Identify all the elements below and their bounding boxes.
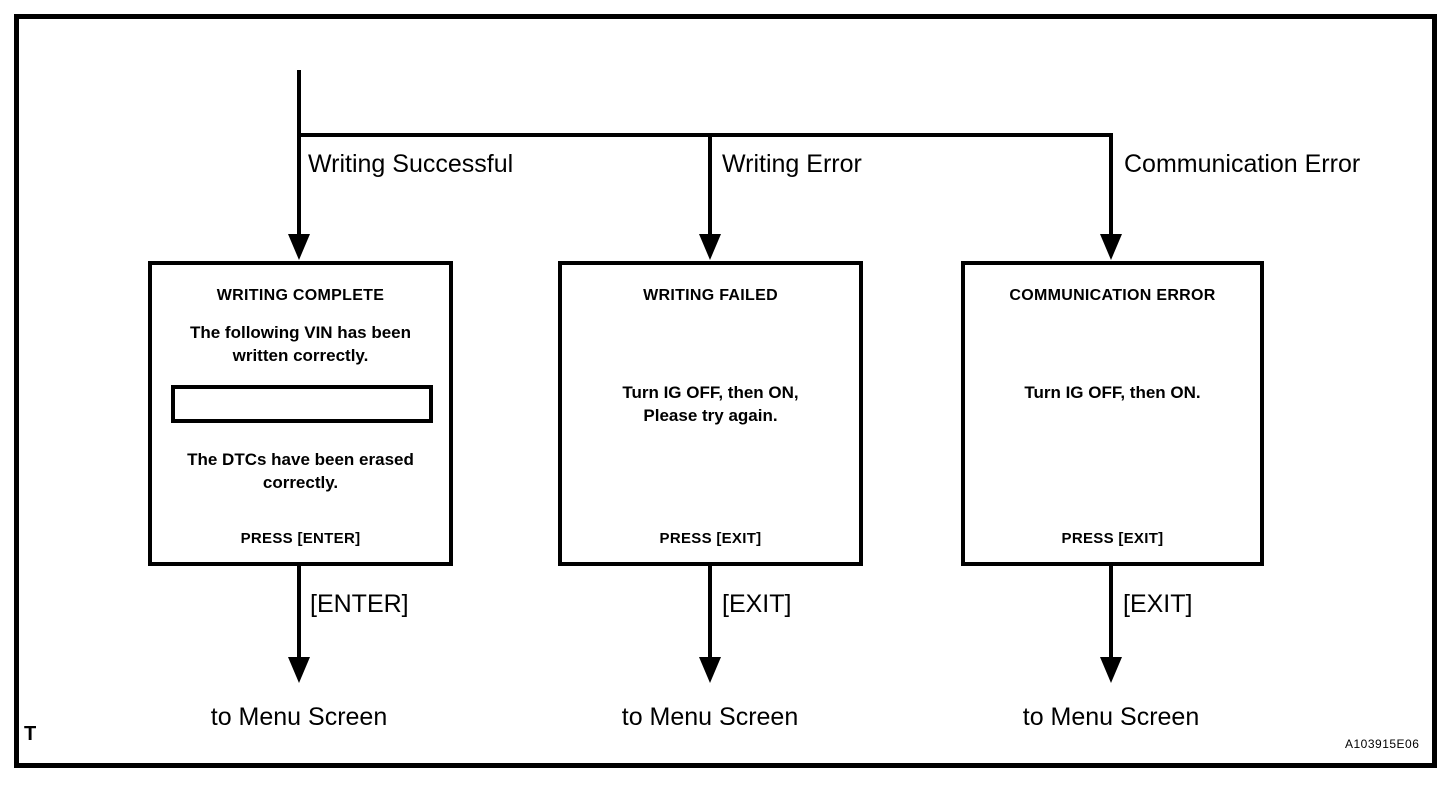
screen-message-line: written correctly. [232,345,369,365]
arrowhead-exit-1 [288,657,310,683]
screen-footer-prompt: PRESS [EXIT] [659,530,762,547]
figure-reference-code: A103915E06 [1345,737,1420,751]
figure-frame [14,14,1437,768]
terminal-to-menu-screen-1: to Menu Screen [210,703,388,731]
connector-exit-1 [297,566,301,659]
key-label-exit-2: [EXIT] [722,590,792,618]
screen-message-line: correctly. [262,472,339,492]
screen-message-line: The DTCs have been erased [187,450,414,469]
connector-input-vertical [297,70,301,137]
screen-message-line: Turn IG OFF, then ON, [622,383,799,402]
corner-marker: T [24,723,37,745]
screen-message-dtc: The DTCs have been erased correctly. [158,449,443,495]
connector-branch-1 [297,133,301,238]
connector-branch-bus [297,133,1113,137]
screen-communication-error: COMMUNICATION ERROR Turn IG OFF, then ON… [961,261,1264,566]
connector-exit-2 [708,566,712,659]
key-label-enter: [ENTER] [310,590,409,618]
branch-label-writing-error: Writing Error [722,150,862,178]
terminal-to-menu-screen-2: to Menu Screen [621,703,799,731]
arrowhead-exit-2 [699,657,721,683]
screen-message-line: The following VIN has been [189,323,412,342]
screen-title: COMMUNICATION ERROR [1009,287,1216,304]
screen-footer-prompt: PRESS [EXIT] [1061,530,1164,547]
screen-footer-prompt: PRESS [ENTER] [240,530,361,547]
connector-exit-3 [1109,566,1113,659]
key-label-exit-3: [EXIT] [1123,590,1193,618]
arrowhead-branch-1 [288,234,310,260]
screen-message-line: Please try again. [643,405,778,425]
screen-message: Turn IG OFF, then ON, Please try again. [568,382,853,428]
screen-title: WRITING FAILED [643,287,778,304]
screen-writing-complete: WRITING COMPLETE The following VIN has b… [148,261,453,566]
screen-message-line: Turn IG OFF, then ON. [1024,383,1201,402]
arrowhead-branch-2 [699,234,721,260]
branch-label-communication-error: Communication Error [1124,150,1361,178]
arrowhead-branch-3 [1100,234,1122,260]
branch-label-writing-successful: Writing Successful [308,150,514,178]
screen-writing-failed: WRITING FAILED Turn IG OFF, then ON, Ple… [558,261,863,566]
terminal-to-menu-screen-3: to Menu Screen [1022,703,1200,731]
screen-message: Turn IG OFF, then ON. [971,382,1254,405]
vin-display-field [171,385,433,423]
connector-branch-3 [1109,133,1113,238]
connector-branch-2 [708,133,712,238]
arrowhead-exit-3 [1100,657,1122,683]
screen-title: WRITING COMPLETE [216,287,385,304]
screen-message-vin-intro: The following VIN has been written corre… [158,322,443,368]
